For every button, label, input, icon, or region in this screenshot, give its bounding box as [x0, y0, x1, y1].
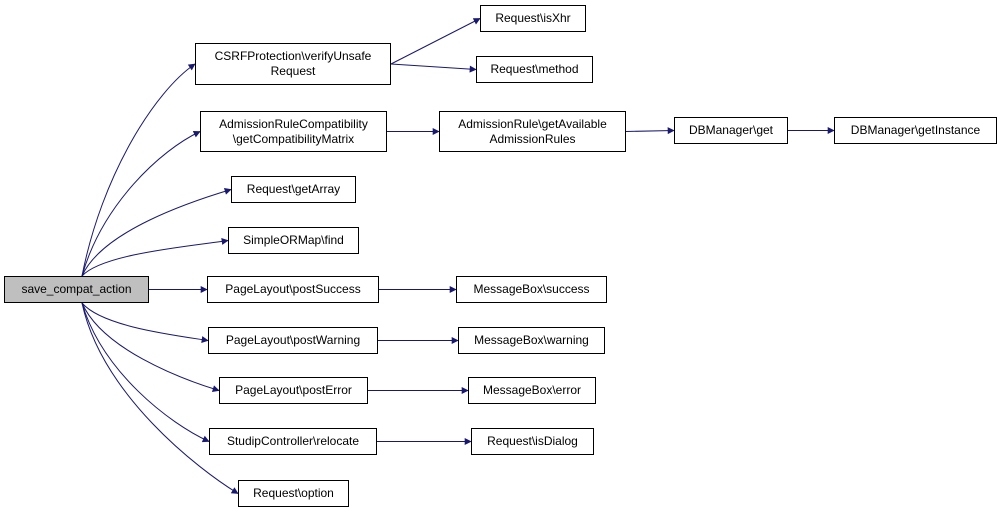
edge-save_compat_action-to-postError [81, 302, 220, 393]
edge-save_compat_action-to-arc [81, 131, 201, 277]
node-messagebox-error[interactable]: MessageBox\error [468, 377, 596, 404]
node-label: Request\option [253, 486, 334, 500]
edge-save_compat_action-to-find [81, 237, 229, 277]
node-label: Request\method [490, 62, 579, 76]
node-studipcontroller-relocate[interactable]: StudipController\relocate [209, 428, 377, 455]
node-pagelayout-post-error[interactable]: PageLayout\postError [219, 377, 368, 404]
node-label: MessageBox\success [473, 282, 590, 296]
node-label: DBManager\get [688, 123, 774, 137]
node-admission-rule-get-available[interactable]: AdmissionRule\getAvailable AdmissionRule… [439, 111, 626, 152]
node-label: PageLayout\postSuccess [225, 282, 361, 296]
node-label: MessageBox\warning [474, 333, 589, 347]
node-save-compat-action[interactable]: save_compat_action [4, 276, 149, 303]
node-request-option[interactable]: Request\option [238, 480, 349, 507]
node-label: Request\getArray [246, 182, 341, 196]
node-request-method[interactable]: Request\method [476, 56, 593, 83]
node-label: AdmissionRule\getAvailable AdmissionRule… [458, 116, 607, 146]
node-pagelayout-post-warning[interactable]: PageLayout\postWarning [208, 327, 378, 354]
node-label: Request\isXhr [495, 11, 571, 25]
node-simpleormap-find[interactable]: SimpleORMap\find [228, 227, 359, 254]
node-label: MessageBox\error [482, 383, 582, 397]
node-messagebox-warning[interactable]: MessageBox\warning [458, 327, 605, 354]
edge-arga-to-dbget [625, 127, 675, 135]
node-admission-rule-compatibility[interactable]: AdmissionRuleCompatibility \getCompatibi… [200, 111, 387, 152]
edge-save_compat_action-to-postWarning [81, 302, 209, 344]
node-label: StudipController\relocate [226, 434, 360, 448]
node-dbmanager-get-instance[interactable]: DBManager\getInstance [834, 117, 997, 144]
node-label: Request\isDialog [487, 434, 578, 448]
node-messagebox-success[interactable]: MessageBox\success [456, 276, 607, 303]
node-label: save_compat_action [21, 282, 132, 296]
node-dbmanager-get[interactable]: DBManager\get [674, 117, 788, 144]
edge-csrf-to-method [390, 63, 477, 73]
edge-csrf-to-isXhr [390, 18, 481, 65]
edge-save_compat_action-to-csrf [81, 63, 196, 277]
edge-save_compat_action-to-option [81, 302, 239, 494]
node-request-is-xhr[interactable]: Request\isXhr [480, 5, 586, 32]
edge-save_compat_action-to-getArray [81, 187, 232, 277]
node-label: CSRFProtection\verifyUnsafe Request [214, 49, 372, 78]
node-label: DBManager\getInstance [850, 123, 981, 137]
node-label: AdmissionRuleCompatibility \getCompatibi… [219, 116, 368, 146]
node-label: PageLayout\postError [235, 383, 352, 397]
node-label: PageLayout\postWarning [225, 333, 361, 347]
node-request-get-array[interactable]: Request\getArray [231, 176, 356, 203]
node-csrf-verify-unsafe-request[interactable]: CSRFProtection\verifyUnsafe Request [195, 43, 391, 85]
node-pagelayout-post-success[interactable]: PageLayout\postSuccess [207, 276, 379, 303]
node-label: SimpleORMap\find [243, 233, 344, 247]
edge-save_compat_action-to-relocate [81, 302, 210, 443]
node-request-is-dialog[interactable]: Request\isDialog [471, 428, 594, 455]
